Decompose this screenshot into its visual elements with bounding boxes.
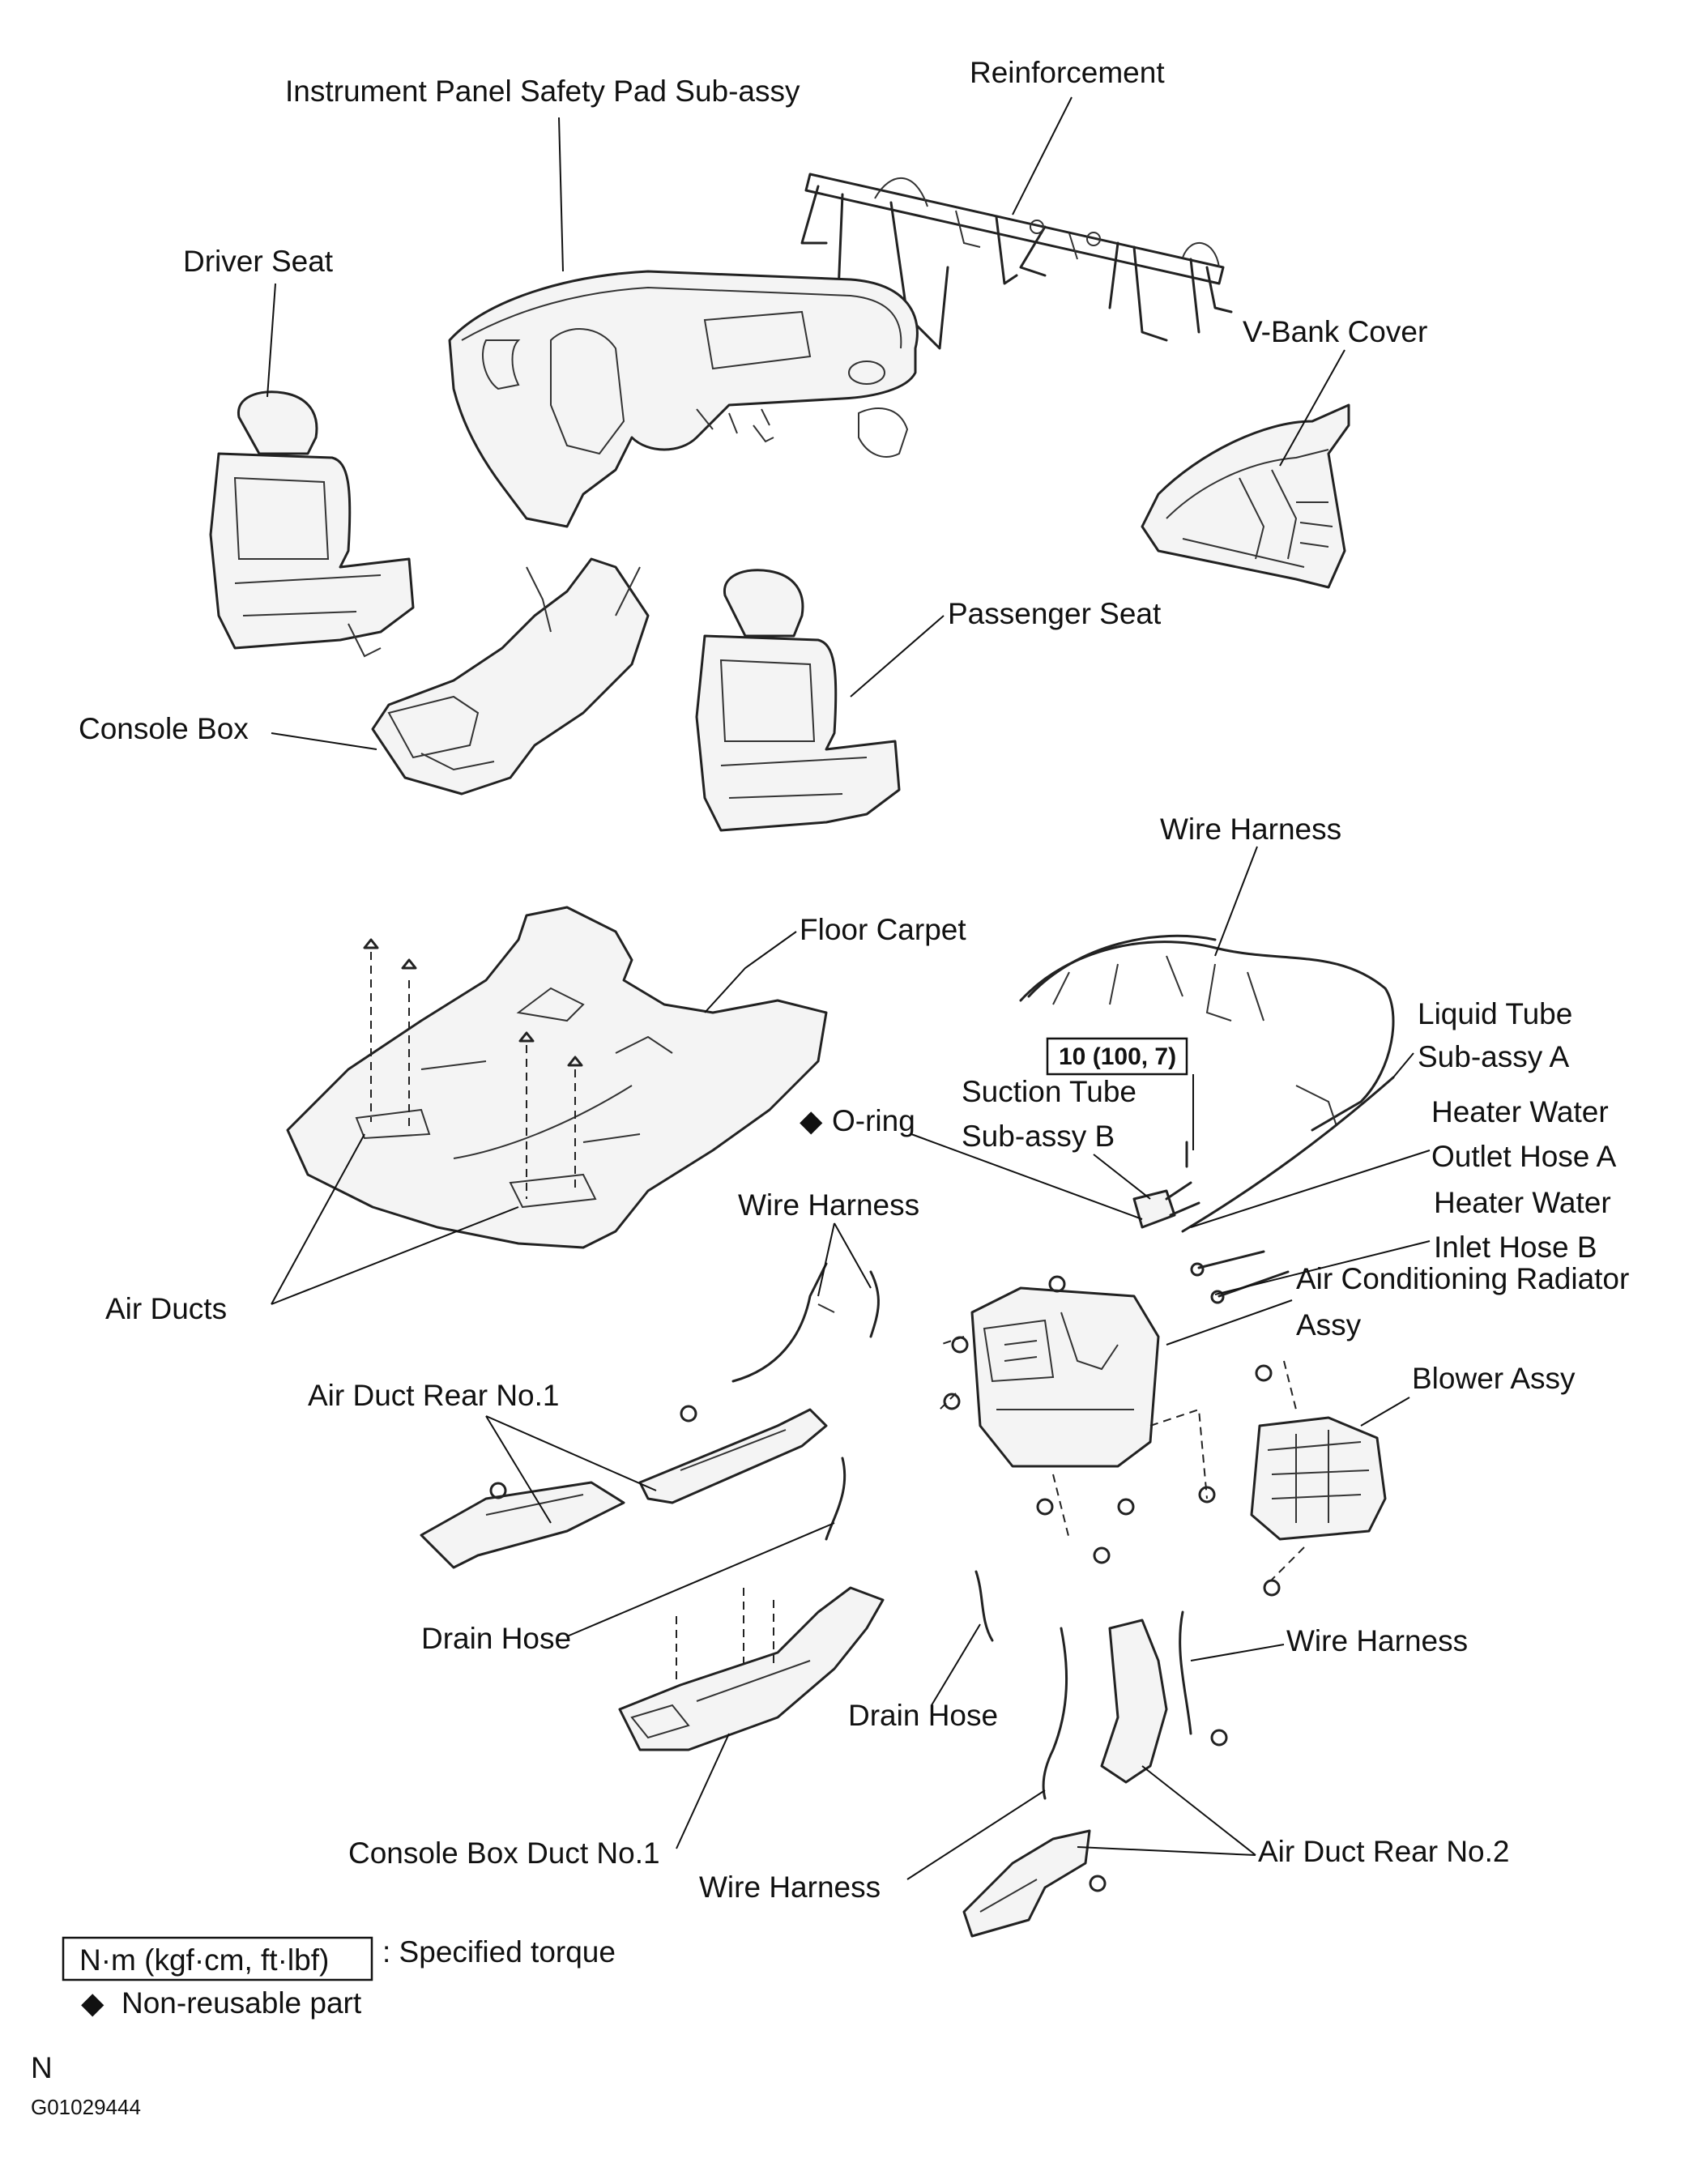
- legend-torque-desc: : Specified torque: [382, 1935, 616, 1969]
- label-air-ducts: Air Ducts: [105, 1292, 227, 1325]
- fasteners: [489, 1275, 1281, 1892]
- label-ac-radiator-line1: Air Conditioning Radiator: [1296, 1262, 1629, 1295]
- label-wire-harness-right: Wire Harness: [1286, 1624, 1468, 1657]
- drain-hose-left-part: [825, 1457, 846, 1541]
- label-blower-assy: Blower Assy: [1412, 1362, 1576, 1395]
- label-drain-hose-center: Drain Hose: [848, 1699, 998, 1732]
- air-duct-rear-no1-part: [420, 1408, 828, 1569]
- label-suction-tube-line2: Sub-assy B: [962, 1120, 1115, 1153]
- label-ac-radiator-line2: Assy: [1296, 1308, 1362, 1342]
- reinforcement-part: [800, 173, 1233, 350]
- label-heater-inlet-line1: Heater Water: [1434, 1186, 1611, 1219]
- leader-lines: [267, 96, 1431, 1880]
- label-v-bank-cover: V-Bank Cover: [1243, 315, 1427, 348]
- wire-harness-bottom-part: [1042, 1610, 1192, 1800]
- label-suction-tube-line1: Suction Tube: [962, 1075, 1136, 1108]
- label-liquid-tube-line2: Sub-assy A: [1418, 1040, 1569, 1073]
- footer-figure-code: G01029444: [31, 2095, 141, 2119]
- wire-harness-mid-part: [731, 1262, 880, 1383]
- label-passenger-seat: Passenger Seat: [948, 597, 1162, 630]
- label-driver-seat: Driver Seat: [183, 245, 334, 278]
- instrument-panel-safety-pad-part: [448, 270, 919, 528]
- label-floor-carpet: Floor Carpet: [800, 913, 966, 946]
- console-box-duct-part: [618, 1586, 885, 1751]
- label-heater-outlet-line1: Heater Water: [1431, 1095, 1609, 1128]
- label-wire-harness-bottom: Wire Harness: [699, 1870, 881, 1904]
- label-wire-harness-mid: Wire Harness: [738, 1188, 919, 1222]
- label-safety-pad: Instrument Panel Safety Pad Sub-assy: [285, 75, 800, 108]
- label-console-box: Console Box: [79, 712, 249, 745]
- label-reinforcement: Reinforcement: [970, 56, 1165, 89]
- torque-value: 10 (100, 7): [1059, 1043, 1176, 1070]
- label-heater-outlet-line2: Outlet Hose A: [1431, 1140, 1617, 1173]
- floor-carpet-part: [286, 906, 828, 1249]
- label-wire-harness-top: Wire Harness: [1160, 813, 1341, 846]
- label-liquid-tube-line1: Liquid Tube: [1418, 997, 1572, 1030]
- legend-torque-box: [62, 1936, 373, 1981]
- label-console-box-duct: Console Box Duct No.1: [348, 1836, 660, 1870]
- label-o-ring-symbol: ◆: [800, 1104, 823, 1137]
- blower-assy-part: [1250, 1360, 1387, 1580]
- carpet-clips: [363, 938, 583, 1199]
- legend-nonreusable-symbol: ◆: [81, 1986, 104, 2020]
- v-bank-cover-part: [1141, 403, 1350, 589]
- legend-torque-unit: N·m (kgf·cm, ft·lbf): [79, 1943, 329, 1977]
- legend-nonreusable-desc: Non-reusable part: [122, 1986, 362, 2020]
- suction-tube-part: [1132, 1141, 1200, 1229]
- label-drain-hose-left: Drain Hose: [421, 1622, 571, 1655]
- passenger-seat-part: [695, 569, 901, 832]
- air-conditioning-radiator-assy-part: [939, 1286, 1208, 1540]
- label-air-duct-rear-no1: Air Duct Rear No.1: [308, 1379, 560, 1412]
- drain-hose-center-part: [974, 1570, 994, 1642]
- label-o-ring: O-ring: [832, 1104, 915, 1137]
- label-heater-inlet-line2: Inlet Hose B: [1434, 1231, 1597, 1264]
- heater-hoses-part: [1190, 1250, 1290, 1304]
- console-box-part: [371, 557, 650, 796]
- wire-harness-top-part: [1019, 934, 1395, 1132]
- label-air-duct-rear-no2: Air Duct Rear No.2: [1258, 1835, 1510, 1868]
- driver-seat-part: [209, 390, 415, 658]
- footer-orientation: N: [31, 2051, 53, 2084]
- liquid-tube-part: [1181, 1076, 1395, 1233]
- air-duct-rear-no2-part: [962, 1619, 1168, 1938]
- torque-box: [1046, 1037, 1188, 1076]
